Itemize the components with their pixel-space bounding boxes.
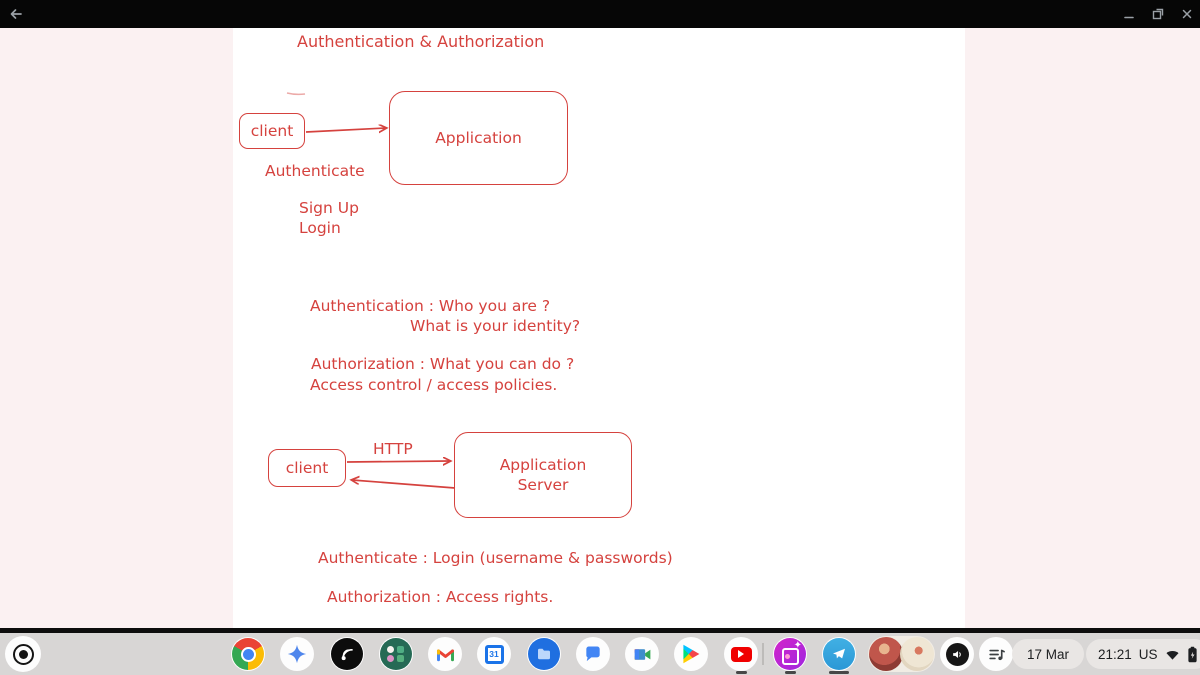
close-icon [1182,9,1192,19]
authorization-note: Authorization : Access rights. [327,588,554,606]
stray-stroke [286,92,306,96]
application-box-label: Application [435,129,522,147]
shelf-app-chrome[interactable] [231,637,265,671]
client-box-2: client [268,449,346,487]
photo-editor-running-indicator [785,671,796,674]
authenticate-note: Authenticate : Login (username & passwor… [318,549,673,567]
battery-charging-icon [1187,646,1197,662]
chromeos-shelf: 31 [0,633,1200,675]
client-box-1-label: client [250,122,294,140]
application-server-label-line1: Application [499,456,587,474]
gmail-icon [436,649,454,661]
arrow-client-to-application [305,128,386,132]
date-text: 17 Mar [1027,646,1070,662]
telegram-running-indicator [829,671,849,674]
speech-bubble-icon [586,646,600,662]
calendar-day-number: 31 [487,647,501,661]
volume-button[interactable] [940,637,974,671]
restore-icon [1152,8,1164,20]
four-shapes-icon [380,638,412,670]
media-preview-pill[interactable] [868,636,935,672]
youtube-icon [730,646,752,662]
authorization-def-line2: Access control / access policies. [310,376,558,394]
input-method-label: US [1138,646,1158,662]
shelf-app-screencast[interactable] [330,637,364,671]
restore-button[interactable] [1148,4,1168,24]
shelf-app-gmail[interactable] [428,637,462,671]
window-bottom-edge [0,628,1200,633]
wifi-icon [1166,650,1179,660]
media-thumbnail-1 [869,637,903,671]
back-arrow-icon [10,9,22,19]
signup-text: Sign Up [299,199,359,217]
clock-text: 21:21 [1098,646,1132,662]
shelf-app-files[interactable] [527,637,561,671]
arrow-server-to-client [352,480,456,489]
speaker-icon [945,642,969,666]
shelf-app-photo-editor[interactable]: ✦ [773,637,807,671]
telegram-icon [823,638,855,670]
files-folder-icon [528,638,560,670]
shelf-app-green-grid[interactable] [379,637,413,671]
arrow-client-to-server [346,461,450,462]
shelf-app-play-store[interactable] [674,637,708,671]
client-box-2-label: client [285,459,329,477]
chrome-icon [232,638,264,670]
client-box-1: client [239,113,305,149]
close-button[interactable] [1177,4,1197,24]
window-titlebar [0,0,1200,28]
application-server-label-line2: Server [517,476,569,494]
video-camera-icon [634,648,650,660]
music-queue-icon [988,649,1005,660]
sparkle-icon [287,644,307,664]
shelf-app-meet[interactable] [625,637,659,671]
whiteboard-title: Authentication & Authorization [297,32,545,51]
window-content: Authentication & Authorization client Ap… [0,28,1200,628]
authenticate-caption: Authenticate [265,162,365,180]
play-triangle-icon [683,644,700,664]
arcs-icon [331,638,363,670]
shelf-app-gemini[interactable] [280,637,314,671]
media-queue-button[interactable] [979,637,1013,671]
minimize-button[interactable] [1119,4,1139,24]
launcher-icon [12,643,34,665]
shelf-app-youtube[interactable] [724,637,758,671]
authorization-def-line1: Authorization : What you can do ? [311,355,575,373]
authentication-def-line2: What is your identity? [410,317,581,335]
minimize-icon [1124,16,1134,19]
back-button[interactable] [6,4,26,24]
whiteboard-canvas[interactable]: Authentication & Authorization client Ap… [233,28,965,628]
date-pill[interactable]: 17 Mar [1012,639,1085,669]
application-server-box: Application Server [454,432,632,518]
youtube-running-indicator [736,671,747,674]
media-thumbnail-2 [900,637,934,671]
authentication-def-line1: Authentication : Who you are ? [310,297,551,315]
shelf-app-telegram[interactable] [822,637,856,671]
diagram-arrows [286,92,456,489]
calendar-icon: 31 [484,644,504,664]
shelf-separator [762,643,764,665]
shelf-app-messages[interactable] [576,637,610,671]
status-tray[interactable]: 21:21 US [1086,639,1200,669]
shelf-app-calendar[interactable]: 31 [477,637,511,671]
login-text: Login [299,219,341,237]
application-box: Application [389,91,568,185]
photo-editor-icon: ✦ [774,638,806,670]
http-label: HTTP [373,440,413,458]
launcher-button[interactable] [5,636,41,672]
